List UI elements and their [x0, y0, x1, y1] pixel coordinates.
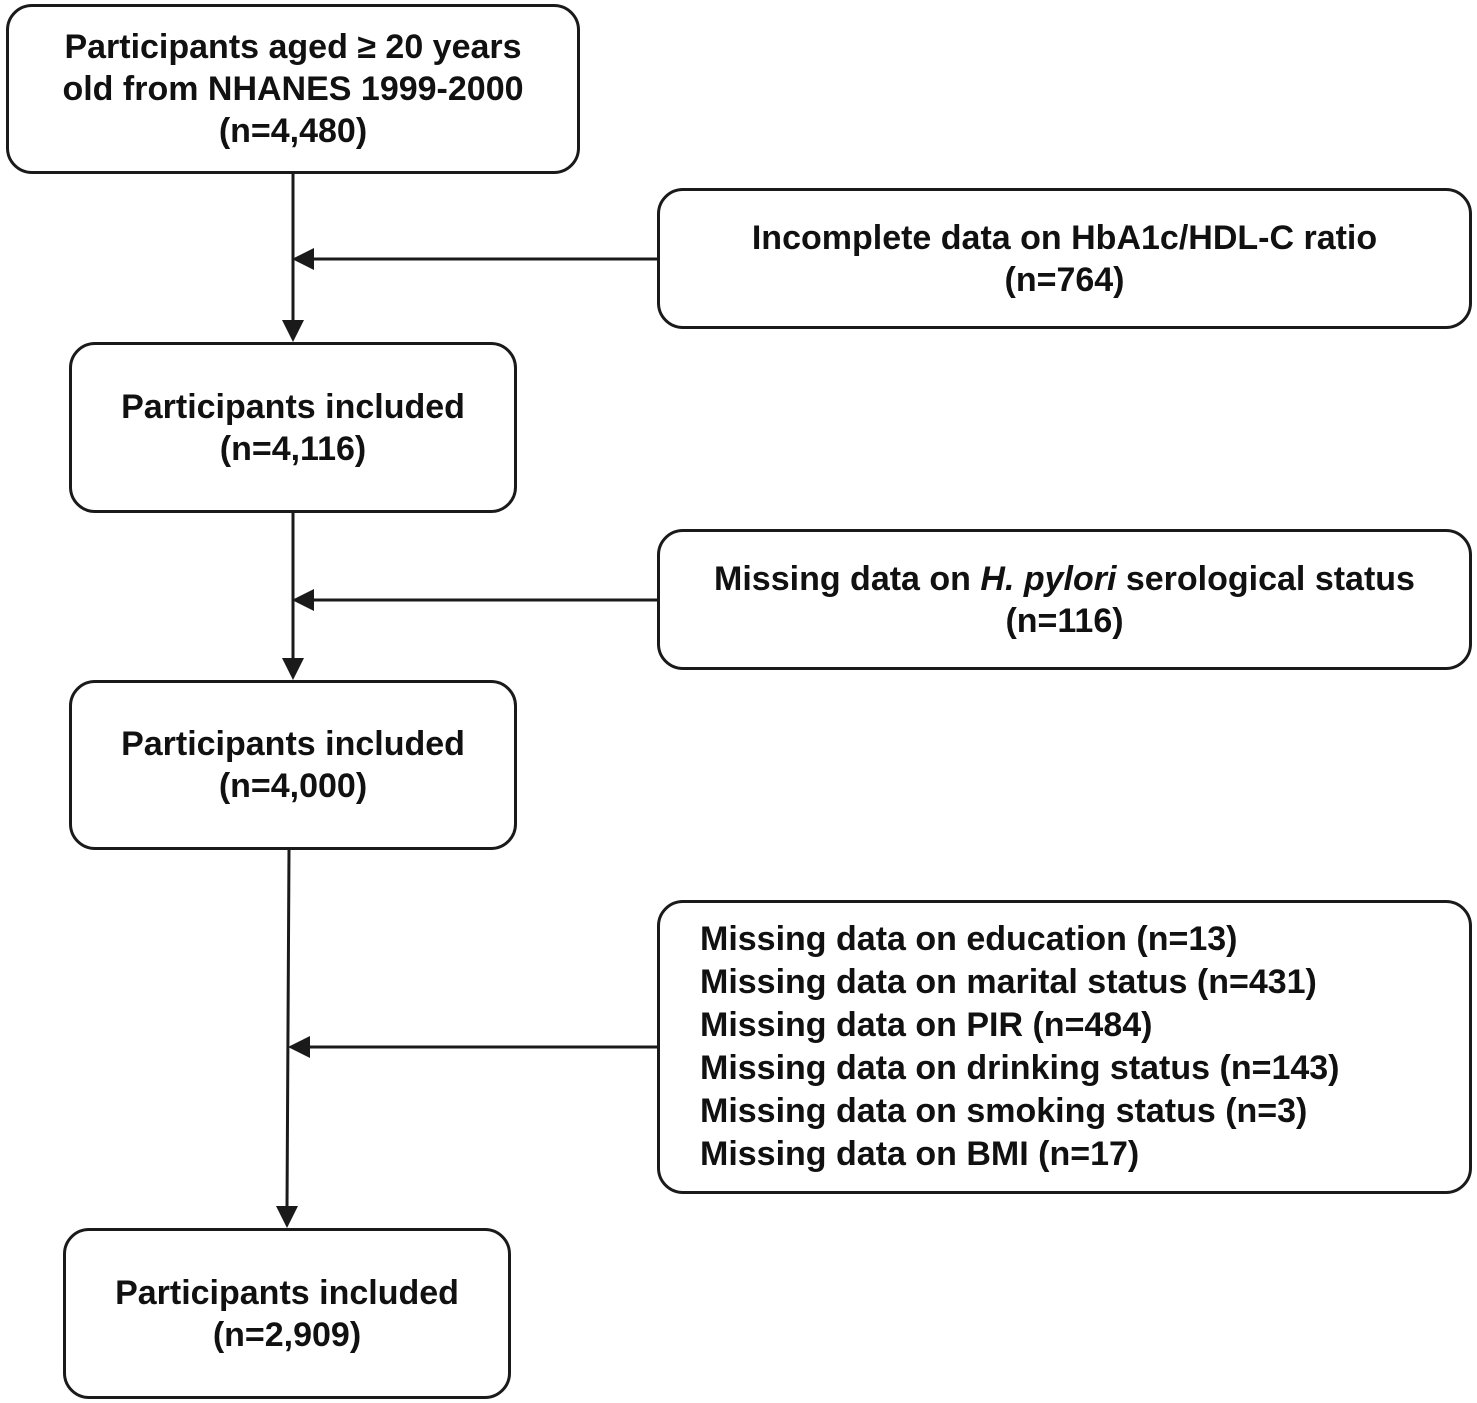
final-box: Participants included (n=2,909) — [63, 1228, 511, 1399]
arrowhead-left — [292, 248, 314, 270]
exclusion1-count: (n=764) — [1004, 260, 1125, 299]
exclusion-box-3: Missing data on education (n=13) Missing… — [657, 900, 1472, 1194]
arrow-included2-to-final — [285, 849, 291, 1209]
start-box: Participants aged ≥ 20 years old from NH… — [6, 4, 580, 174]
included-box-2: Participants included (n=4,000) — [69, 680, 517, 850]
start-line2: old from NHANES 1999-2000 — [62, 70, 524, 108]
exclusion3-item-drinking: Missing data on drinking status (n=143) — [700, 1049, 1340, 1087]
arrowhead-down — [276, 1206, 298, 1228]
included2-count: (n=4,000) — [218, 767, 368, 805]
final-count: (n=2,909) — [212, 1315, 362, 1354]
start-line1: Participants aged ≥ 20 years — [64, 28, 522, 66]
exclusion3-item-pir: Missing data on PIR (n=484) — [700, 1006, 1153, 1044]
exclusion-box-1: Incomplete data on HbA1c/HDL-C ratio (n=… — [657, 188, 1472, 329]
exclusion3-item-smoking: Missing data on smoking status (n=3) — [700, 1092, 1308, 1130]
exclusion2-text: Missing data on H. pylori serological st… — [714, 558, 1415, 600]
start-count: (n=4,480) — [218, 112, 368, 150]
arrowhead-down — [282, 658, 304, 680]
included2-text: Participants included — [121, 725, 465, 763]
arrowhead-left — [292, 589, 314, 611]
exclusion1-text: Incomplete data on HbA1c/HDL-C ratio — [751, 218, 1378, 257]
exclusion2-suffix: serological status — [1116, 559, 1415, 598]
exclusion3-item-bmi: Missing data on BMI (n=17) — [700, 1135, 1140, 1173]
exclusion2-prefix: Missing data on — [714, 559, 981, 598]
included-box-1: Participants included (n=4,116) — [69, 342, 517, 513]
arrowhead-down — [282, 320, 304, 342]
arrowhead-left — [288, 1036, 310, 1058]
exclusion2-italic: H. pylori — [980, 559, 1117, 598]
included1-count: (n=4,116) — [219, 429, 367, 468]
exclusion-box-2: Missing data on H. pylori serological st… — [657, 529, 1472, 670]
final-text: Participants included — [115, 1273, 459, 1312]
included1-text: Participants included — [121, 387, 465, 426]
exclusion3-item-education: Missing data on education (n=13) — [700, 920, 1238, 958]
exclusion3-item-marital: Missing data on marital status (n=431) — [700, 963, 1317, 1001]
exclusion2-count: (n=116) — [1005, 601, 1124, 640]
